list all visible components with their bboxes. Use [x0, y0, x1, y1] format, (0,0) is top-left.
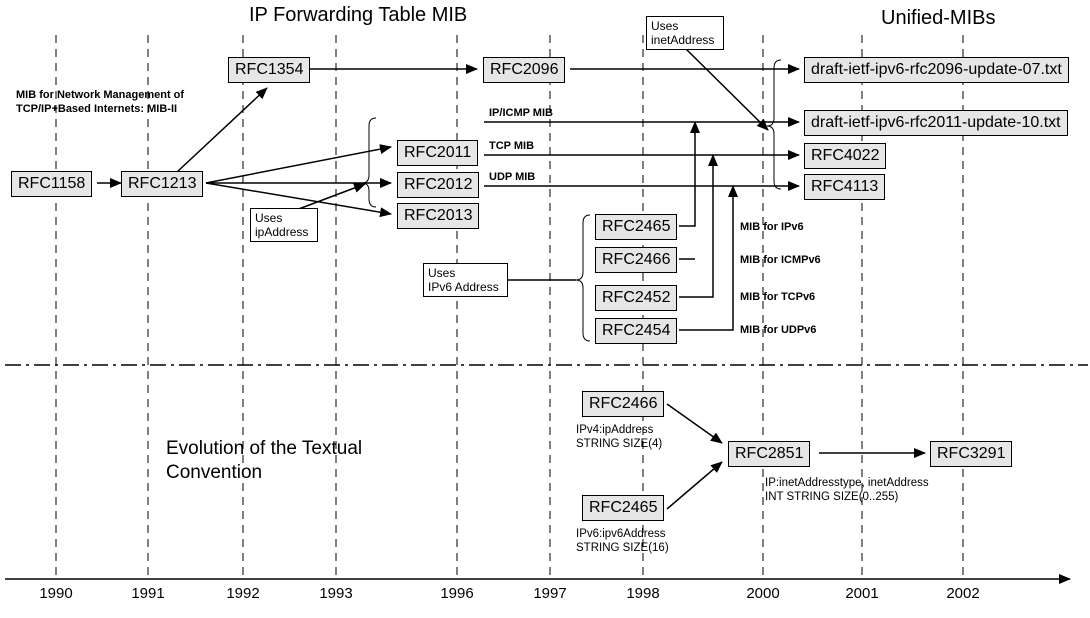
label-mib-for-tcpv6: MIB for TCPv6: [740, 291, 816, 303]
box-rfc1158: RFC1158: [11, 171, 93, 197]
label-ip-icmp-mib: IP/ICMP MIB: [489, 107, 553, 119]
box-draft-rfc2011-update: draft-ietf-ipv6-rfc2011-update-10.txt: [804, 110, 1068, 136]
box-rfc4113: RFC4113: [804, 174, 886, 200]
year-label: 1990: [39, 585, 73, 602]
box-tc-rfc3291: RFC3291: [930, 441, 1013, 467]
note-uses-inetaddress: Uses inetAddress: [646, 16, 724, 50]
label-mib-for-ipv6: MIB for IPv6: [740, 221, 804, 233]
box-tc-rfc2851: RFC2851: [728, 441, 811, 467]
brackets: [361, 59, 782, 342]
heading-textual-convention: Evolution of the Textual Convention: [166, 438, 363, 483]
arrows: [97, 47, 926, 510]
year-label: 2001: [845, 585, 879, 602]
box-rfc2013: RFC2013: [397, 203, 480, 229]
box-tc-rfc2465: RFC2465: [582, 495, 665, 521]
year-gridlines: [55, 35, 964, 578]
title-ip-forwarding-table-mib: IP Forwarding Table MIB: [249, 4, 468, 26]
label-mib-for-icmpv6: MIB for ICMPv6: [740, 254, 821, 266]
desc-rfc2465: IPv6:ipv6Address STRING SIZE(16): [576, 528, 669, 554]
box-rfc1354: RFC1354: [228, 57, 311, 83]
desc-rfc2466: IPv4:ipAddress STRING SIZE(4): [576, 424, 663, 450]
box-rfc1213: RFC1213: [121, 171, 204, 197]
label-mib-ii: MIB for Network Management of TCP/IP+Bas…: [16, 89, 185, 115]
box-rfc2465: RFC2465: [595, 214, 678, 240]
box-rfc2454: RFC2454: [595, 318, 678, 344]
box-tc-rfc2466: RFC2466: [582, 391, 665, 417]
box-rfc2011: RFC2011: [397, 140, 479, 166]
box-draft-rfc2096-update: draft-ietf-ipv6-rfc2096-update-07.txt: [804, 57, 1069, 83]
label-udp-mib: UDP MIB: [489, 171, 536, 183]
title-unified-mibs: Unified-MIBs: [881, 7, 996, 29]
box-rfc2452: RFC2452: [595, 285, 678, 311]
year-label: 1998: [626, 585, 660, 602]
year-label: 1993: [319, 585, 353, 602]
year-label: 1996: [440, 585, 474, 602]
desc-rfc2851: IP:inetAddresstype, inetAddress INT STRI…: [765, 477, 929, 503]
year-label: 2002: [946, 585, 980, 602]
box-rfc2466: RFC2466: [595, 247, 678, 273]
year-label: 1992: [226, 585, 260, 602]
year-label: 1991: [131, 585, 165, 602]
year-label: 1997: [533, 585, 567, 602]
label-mib-for-udpv6: MIB for UDPv6: [740, 324, 817, 336]
year-label: 2000: [746, 585, 780, 602]
box-rfc2012: RFC2012: [397, 172, 480, 198]
note-uses-ipaddress: Uses ipAddress: [250, 208, 318, 242]
note-uses-ipv6-address: Uses IPv6 Address: [423, 263, 508, 297]
box-rfc4022: RFC4022: [804, 143, 887, 169]
label-tcp-mib: TCP MIB: [489, 140, 535, 152]
box-rfc2096: RFC2096: [483, 57, 566, 83]
